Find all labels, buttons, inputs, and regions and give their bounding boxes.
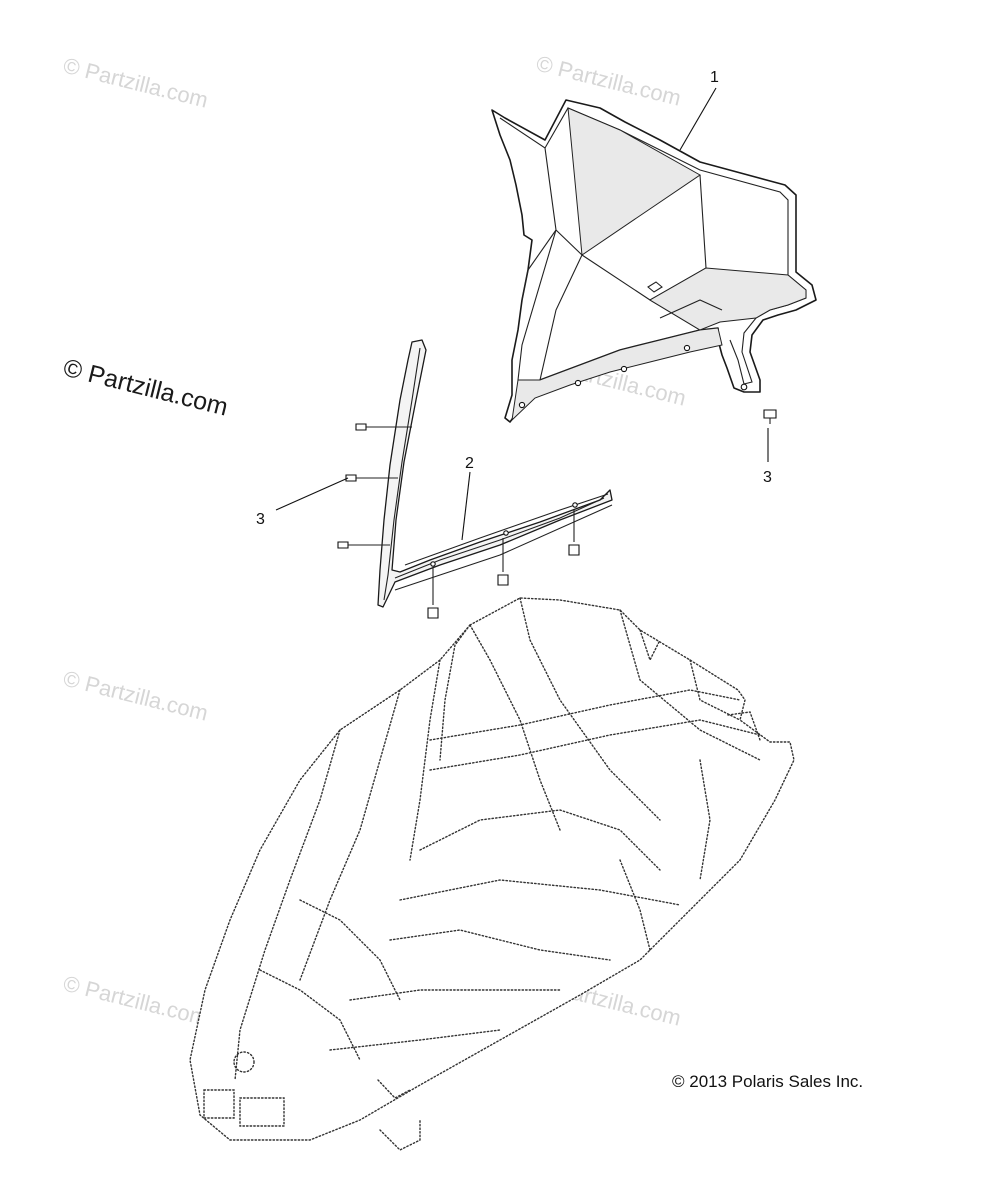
seal-strip-part — [377, 339, 613, 608]
callout-3-right: 3 — [763, 469, 772, 486]
copyright-notice: © 2013 Polaris Sales Inc. — [672, 1072, 863, 1091]
vehicle-body-outline — [189, 597, 795, 1151]
callout-1: 1 — [710, 69, 719, 86]
watermark-top-left: © Partzilla.com — [61, 53, 211, 113]
callout-3-left: 3 — [256, 511, 265, 528]
watermark-top-right: © Partzilla.com — [534, 51, 684, 111]
screw-right — [763, 409, 777, 424]
screw-set-left — [337, 423, 412, 549]
screw-set-bottom — [427, 510, 580, 619]
windshield-part — [491, 99, 817, 423]
callout-leaders — [275, 87, 769, 541]
watermark-bottom-left: © Partzilla.com — [61, 971, 211, 1031]
watermark-mid-left: © Partzilla.com — [61, 666, 211, 726]
watermark-main: © Partzilla.com — [61, 354, 231, 422]
callout-2: 2 — [465, 455, 474, 472]
